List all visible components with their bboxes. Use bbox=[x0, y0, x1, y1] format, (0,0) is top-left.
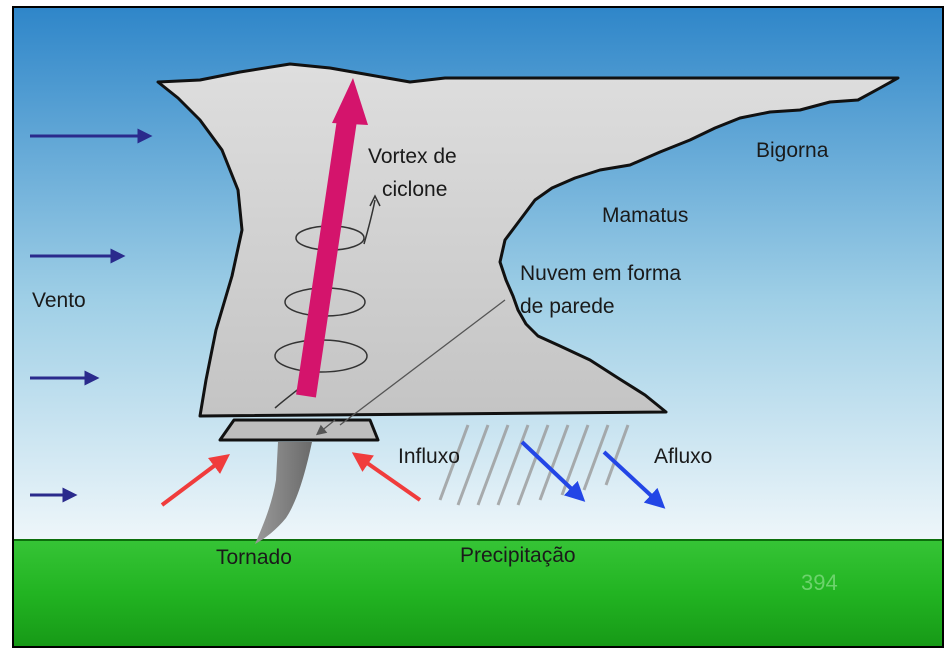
tornado-pointer bbox=[315, 419, 336, 436]
label-vento: Vento bbox=[32, 289, 86, 312]
label-afluxo: Afluxo bbox=[654, 445, 712, 468]
updraft-arrow bbox=[296, 78, 368, 398]
page-number: 394 bbox=[801, 570, 838, 595]
outflow-arrows bbox=[520, 440, 666, 509]
wall-cloud bbox=[218, 418, 380, 442]
wind-arrows bbox=[30, 128, 153, 503]
label-vortex-line1: Vortex de bbox=[368, 145, 457, 168]
inflow-arrow-right bbox=[351, 452, 422, 502]
outflow-arrow-left bbox=[520, 440, 586, 502]
ground bbox=[14, 540, 942, 646]
tornado-funnel bbox=[255, 442, 312, 544]
label-nuvem-line2: de parede bbox=[520, 295, 615, 318]
inflow-arrows bbox=[160, 452, 422, 507]
label-tornado: Tornado bbox=[216, 546, 292, 569]
precipitation-streaks bbox=[438, 424, 630, 506]
inflow-arrow-left bbox=[160, 454, 230, 507]
label-nuvem-line1: Nuvem em forma bbox=[520, 262, 681, 285]
label-vortex-line2: ciclone bbox=[382, 178, 447, 201]
label-precipitacao: Precipitação bbox=[460, 544, 576, 567]
label-bigorna: Bigorna bbox=[756, 139, 829, 162]
outflow-arrow-right bbox=[602, 450, 666, 509]
label-mamatus: Mamatus bbox=[602, 204, 688, 227]
label-influxo: Influxo bbox=[398, 445, 460, 468]
wall-cloud-pointer bbox=[339, 299, 506, 426]
